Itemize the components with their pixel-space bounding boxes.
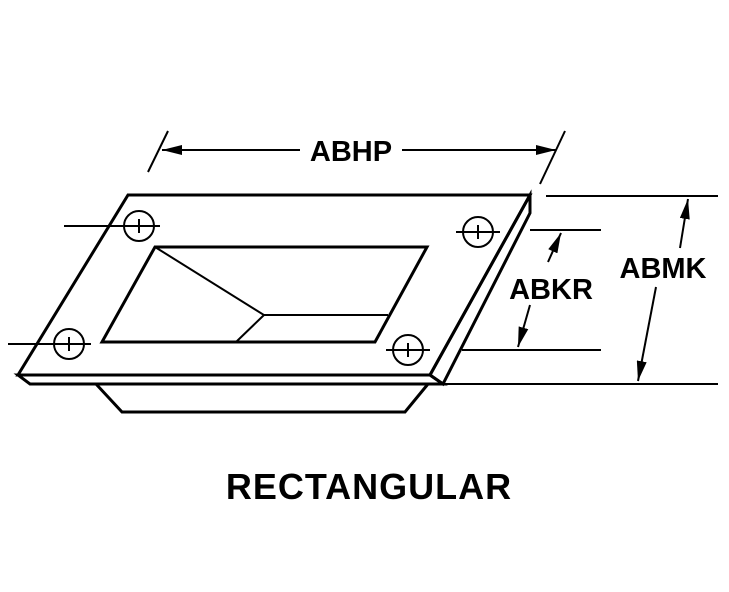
mounting-plate — [13, 189, 533, 387]
mounting-hole-top-left — [64, 210, 160, 242]
shape-caption: RECTANGULAR — [226, 466, 512, 507]
rectangular-opening — [99, 245, 430, 344]
mounting-hole-bottom-left — [8, 328, 91, 360]
overall-height-dimension-label: ABMK — [620, 253, 707, 285]
inner-height-dimension-label: ABKR — [509, 274, 593, 306]
width-dimension-label: ABHP — [310, 136, 392, 168]
mounting-hole-bottom-right — [386, 334, 430, 366]
inner-height-dimension: ABKR — [462, 229, 601, 351]
bottom-boss — [94, 382, 430, 414]
mounting-hole-top-right — [456, 216, 500, 248]
overall-height-dimension: ABMK — [443, 195, 718, 385]
width-dimension: ABHP — [147, 130, 566, 185]
